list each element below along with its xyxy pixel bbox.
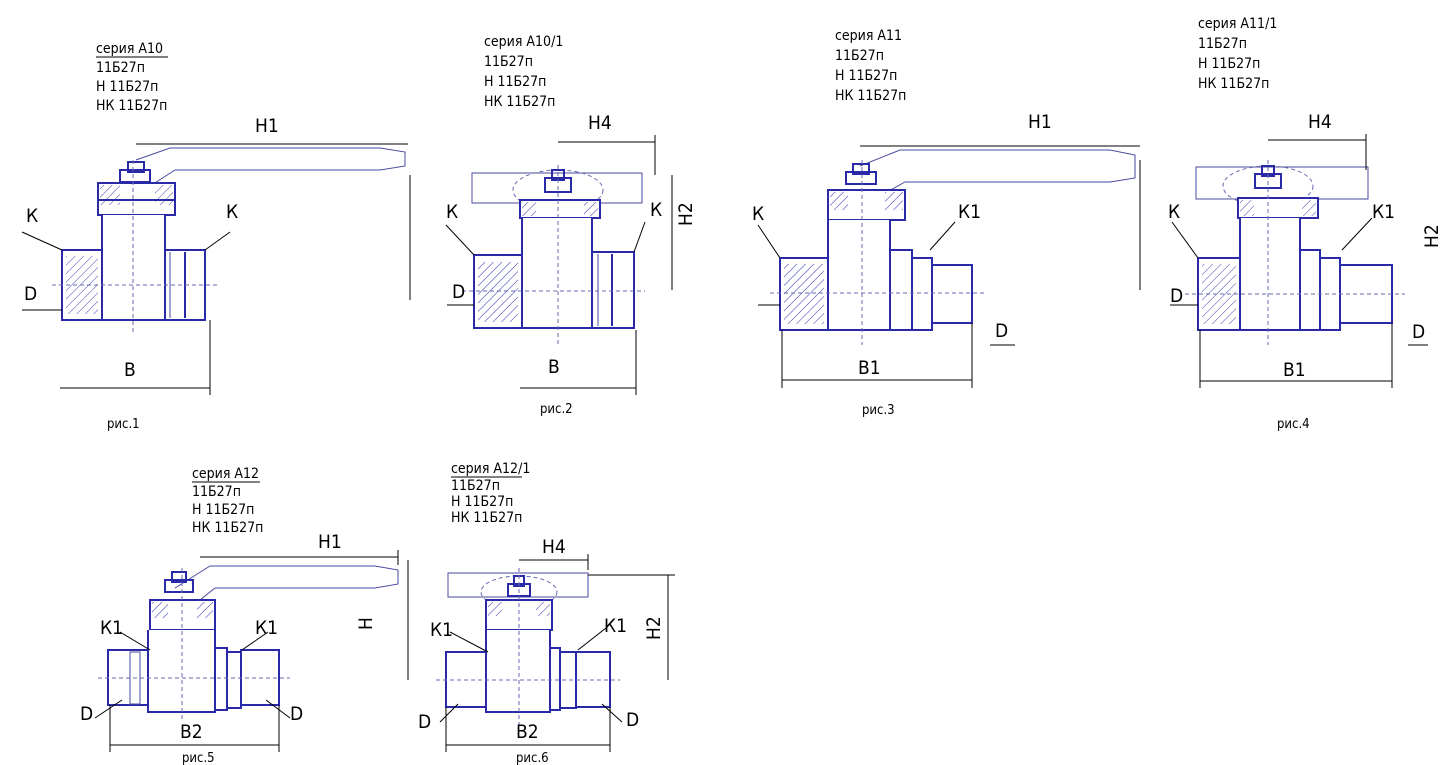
series-line: НК 11Б27п xyxy=(192,520,263,536)
series-title: серия А10 xyxy=(96,41,163,57)
series-block: серия А11 11Б27п Н 11Б27п НК 11Б27п xyxy=(835,28,906,104)
dimension-label-handle: Н1 xyxy=(255,115,279,137)
series-line: Н 11Б27п xyxy=(1198,56,1260,72)
dimension-label-handle: Н4 xyxy=(542,536,566,558)
dimension-label-diameter: D xyxy=(995,320,1008,342)
dimension-label-diameter: D xyxy=(24,283,37,305)
figure-caption: рис.2 xyxy=(540,402,573,417)
dimension-label-nut-left: К1 xyxy=(430,619,453,641)
dimension-label-nut-right: К1 xyxy=(255,617,278,639)
dimension-label-nut-left: К xyxy=(446,201,458,223)
dimension-label-height: Н2 xyxy=(675,202,697,226)
valve-body xyxy=(770,145,1140,345)
dimensions xyxy=(439,554,675,752)
dimension-label-handle: Н1 xyxy=(1028,111,1052,133)
dimensions xyxy=(757,160,1141,388)
series-line: Н 11Б27п xyxy=(96,79,158,95)
dimension-label-diameter: D xyxy=(452,281,465,303)
figure-caption: рис.6 xyxy=(516,751,549,765)
dimension-label-diameter-right: D xyxy=(626,709,639,731)
dimension-label-nut-right: К xyxy=(226,201,238,223)
dimension-label-diameter-left: D xyxy=(1170,285,1183,307)
dimension-label-length: В1 xyxy=(858,357,881,379)
dimension-label-handle: Н4 xyxy=(588,112,612,134)
series-line: НК 11Б27п xyxy=(451,510,522,526)
series-block: серия А12 11Б27п Н 11Б27п НК 11Б27п xyxy=(192,466,263,536)
dimension-label-length: В xyxy=(124,359,136,381)
dimensions xyxy=(445,135,673,395)
dimension-label-height: Н2 xyxy=(643,616,665,640)
series-line: 11Б27п xyxy=(451,478,500,494)
series-title: серия А10/1 xyxy=(484,34,563,50)
dimension-label-height: Н2 xyxy=(1421,224,1442,248)
dimension-label-diameter-left: D xyxy=(80,703,93,725)
series-title: серия А12/1 xyxy=(451,461,530,477)
dimension-label-diameter-right: D xyxy=(290,703,303,725)
series-line: Н 11Б27п xyxy=(192,502,254,518)
figure-2: серия А10/1 11Б27п Н 11Б27п НК 11Б27п xyxy=(445,34,697,417)
valve-body xyxy=(436,568,620,725)
figure-caption: рис.4 xyxy=(1277,417,1310,432)
dimension-label-handle: Н4 xyxy=(1308,111,1332,133)
dimension-label-nut-left: К1 xyxy=(100,617,123,639)
dimension-label-length: В xyxy=(548,356,560,378)
figure-caption: рис.1 xyxy=(107,417,140,432)
figure-3: серия А11 11Б27п Н 11Б27п НК 11Б27п xyxy=(752,28,1141,418)
dimension-label-nut-left: К xyxy=(26,205,38,227)
series-line: 11Б27п xyxy=(1198,36,1247,52)
dimensions xyxy=(21,175,411,395)
dimension-label-height: Н xyxy=(355,617,377,630)
valve-body xyxy=(52,143,408,335)
series-title: серия А11 xyxy=(835,28,902,44)
dimension-label-nut-right: К1 xyxy=(604,615,627,637)
dimensions xyxy=(94,550,409,752)
series-line: 11Б27п xyxy=(96,60,145,76)
dimension-label-nut-left: К xyxy=(1168,201,1180,223)
dimension-label-nut-right: К1 xyxy=(1372,201,1395,223)
figure-6: серия А12/1 11Б27п Н 11Б27п НК 11Б27п xyxy=(418,461,675,765)
figure-caption: рис.5 xyxy=(182,751,215,765)
dimension-label-diameter-left: D xyxy=(418,711,431,733)
series-title: серия А11/1 xyxy=(1198,16,1277,32)
series-block: серия А10/1 11Б27п Н 11Б27п НК 11Б27п xyxy=(484,34,563,110)
series-line: 11Б27п xyxy=(835,48,884,64)
series-line: НК 11Б27п xyxy=(484,94,555,110)
series-line: Н 11Б27п xyxy=(451,494,513,510)
dimension-label-length: В1 xyxy=(1283,359,1306,381)
series-line: НК 11Б27п xyxy=(1198,76,1269,92)
series-line: 11Б27п xyxy=(192,484,241,500)
dimensions xyxy=(1170,134,1428,388)
dimension-label-nut-right: К xyxy=(650,199,662,221)
dimension-label-length: В2 xyxy=(180,721,203,743)
series-title: серия А12 xyxy=(192,466,259,482)
dimension-label-diameter-right: D xyxy=(1412,321,1425,343)
valve-body xyxy=(462,165,645,345)
figure-5: серия А12 11Б27п Н 11Б27п НК 11Б27п xyxy=(80,466,409,765)
series-line: НК 11Б27п xyxy=(96,98,167,114)
series-block: серия А10 11Б27п Н 11Б27п НК 11Б27п xyxy=(96,41,168,114)
valve-body xyxy=(1185,160,1405,345)
series-line: НК 11Б27п xyxy=(835,88,906,104)
valve-body xyxy=(98,565,399,722)
figure-4: серия А11/1 11Б27п Н 11Б27п НК 11Б27п xyxy=(1168,16,1442,432)
series-block: серия А11/1 11Б27п Н 11Б27п НК 11Б27п xyxy=(1198,16,1277,92)
dimension-label-length: В2 xyxy=(516,721,539,743)
series-block: серия А12/1 11Б27п Н 11Б27п НК 11Б27п xyxy=(451,461,530,526)
series-line: 11Б27п xyxy=(484,54,533,70)
dimension-label-nut-right: К1 xyxy=(958,201,981,223)
series-line: Н 11Б27п xyxy=(835,68,897,84)
figure-caption: рис.3 xyxy=(862,403,895,418)
series-line: Н 11Б27п xyxy=(484,74,546,90)
figure-1: серия А10 11Б27п Н 11Б27п НК 11Б27п xyxy=(21,41,411,432)
dimension-label-nut-left: К xyxy=(752,203,764,225)
dimension-label-handle: Н1 xyxy=(318,531,342,553)
